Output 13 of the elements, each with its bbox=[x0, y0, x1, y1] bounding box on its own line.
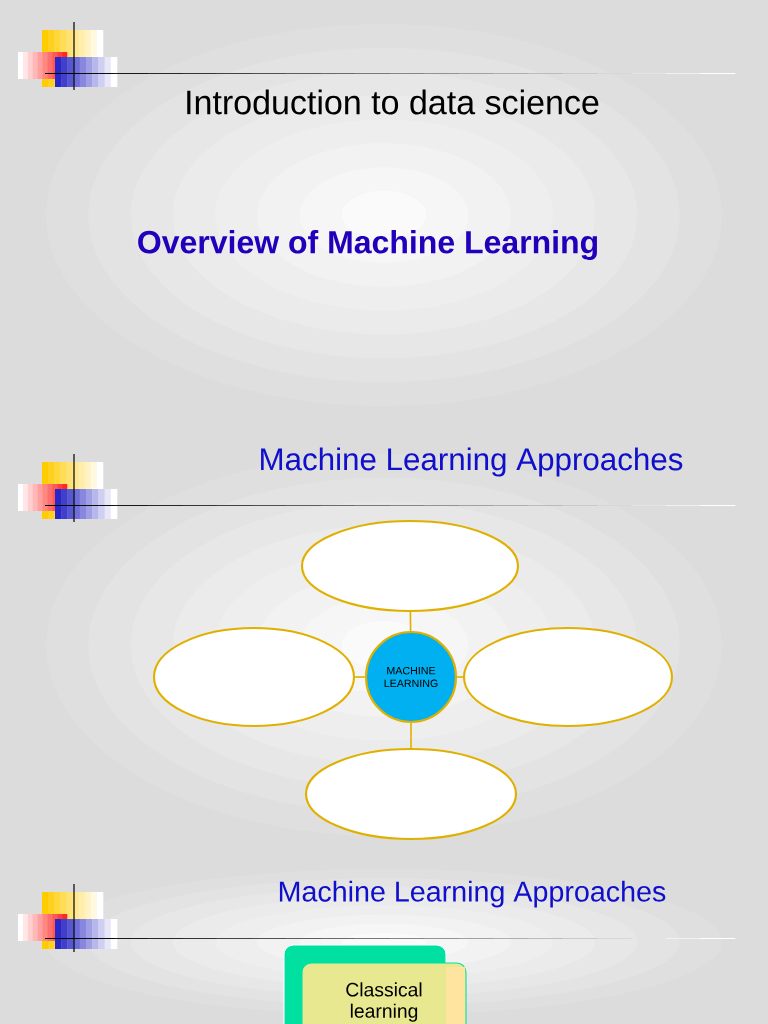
stacked-card: Classical learning bbox=[283, 944, 467, 1024]
empty-ellipse bbox=[152, 626, 356, 728]
slide-title: Machine Learning Approaches bbox=[279, 880, 666, 908]
empty-ellipse bbox=[462, 626, 674, 728]
connector-line bbox=[410, 722, 412, 749]
empty-ellipse bbox=[300, 519, 520, 613]
connector-line bbox=[409, 611, 412, 632]
connector-line bbox=[354, 676, 366, 678]
slide-subtitle: Overview of Machine Learning bbox=[138, 230, 597, 260]
empty-ellipse bbox=[304, 747, 518, 841]
slide-title: Machine Learning Approaches bbox=[261, 447, 683, 477]
connector-line bbox=[456, 676, 464, 678]
slide-title: Introduction to data science bbox=[187, 89, 599, 115]
